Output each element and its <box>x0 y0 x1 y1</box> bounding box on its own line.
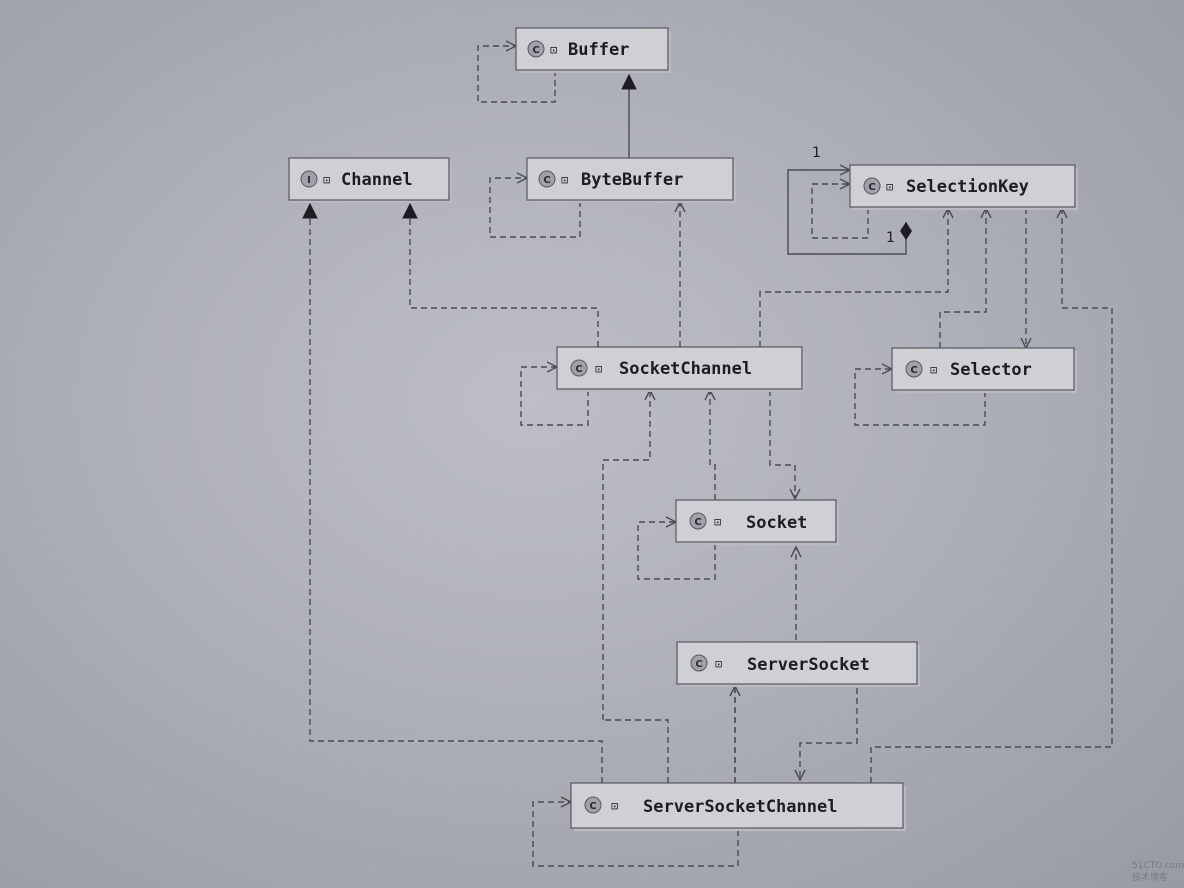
edge-selectionkey-self-outer <box>787 170 906 255</box>
visibility-lock-icon: ⊡ <box>595 362 602 376</box>
edge-socketchannel-implements-channel <box>410 204 599 347</box>
visibility-lock-icon: ⊡ <box>561 173 568 187</box>
class-node-serversocket[interactable]: C ⊡ ServerSocket <box>676 641 920 687</box>
watermark-line1: 51CTO.com <box>1132 861 1184 871</box>
class-kind-letter: C <box>868 182 875 193</box>
edge-socketchannel-self <box>520 367 589 426</box>
edge-socketchannel-socket-mid <box>710 390 716 500</box>
class-name-socket: Socket <box>746 513 807 533</box>
class-kind-icon <box>584 796 602 814</box>
class-node-selector[interactable]: C ⊡ Selector <box>891 347 1077 393</box>
class-name-channel: Channel <box>341 170 413 190</box>
class-kind-letter: C <box>694 517 701 528</box>
class-node-socket[interactable]: C ⊡ Socket <box>675 499 839 545</box>
interface-kind-icon <box>300 170 318 188</box>
edge-buffer-self <box>477 46 556 103</box>
visibility-lock-icon: ⊡ <box>886 180 893 194</box>
class-kind-letter: C <box>910 365 917 376</box>
visibility-lock-icon: ⊡ <box>550 43 557 57</box>
visibility-lock-icon: ⊡ <box>930 363 937 377</box>
class-kind-letter: C <box>575 364 582 375</box>
class-name-socketchannel: SocketChannel <box>619 359 752 379</box>
class-kind-letter: I <box>307 175 311 186</box>
class-kind-icon <box>538 170 556 188</box>
edges <box>310 46 1113 867</box>
multiplicity-label-top: 1 <box>812 145 821 161</box>
class-kind-letter: C <box>532 45 539 56</box>
class-node-channel[interactable]: I ⊡ Channel <box>288 157 452 203</box>
edge-socketchannel-uses-selectionkey <box>759 208 948 347</box>
class-node-socketchannel[interactable]: C ⊡ SocketChannel <box>556 346 805 392</box>
class-name-selectionkey: SelectionKey <box>906 177 1029 197</box>
edge-serversocketchannel-uses-socketchannel-a <box>602 390 650 720</box>
visibility-lock-icon: ⊡ <box>715 657 722 671</box>
class-kind-icon <box>527 40 545 58</box>
class-node-buffer[interactable]: C ⊡ Buffer <box>515 27 671 73</box>
class-node-serversocketchannel[interactable]: C ⊡ ServerSocketChannel <box>570 782 906 831</box>
edge-selectionkey-self-inner <box>811 184 869 239</box>
edge-serversocketchannel-self <box>532 802 739 867</box>
class-node-selectionkey[interactable]: C ⊡ SelectionKey <box>849 164 1078 210</box>
class-kind-letter: C <box>589 801 596 812</box>
class-kind-icon <box>905 360 923 378</box>
multiplicity-label-bottom: 1 <box>886 230 895 246</box>
edge-serversocketchannel-uses-selectionkey <box>870 208 1113 783</box>
class-name-selector: Selector <box>950 360 1032 380</box>
visibility-lock-icon: ⊡ <box>611 799 618 813</box>
class-name-bytebuffer: ByteBuffer <box>581 170 683 190</box>
edge-selector-uses-selectionkey <box>939 208 986 348</box>
class-nodes: C ⊡ Buffer I ⊡ Channel C ⊡ ByteBuffer C … <box>288 27 1078 831</box>
class-kind-icon <box>689 512 707 530</box>
visibility-lock-icon: ⊡ <box>714 515 721 529</box>
class-name-serversocketchannel: ServerSocketChannel <box>643 797 837 817</box>
edge-socket-self <box>637 522 716 580</box>
class-kind-letter: C <box>543 175 550 186</box>
edge-serversocketchannel-uses-socketchannel-b <box>603 719 669 783</box>
class-name-serversocket: ServerSocket <box>747 655 870 675</box>
visibility-lock-icon: ⊡ <box>323 173 330 187</box>
class-kind-icon <box>570 359 588 377</box>
class-node-bytebuffer[interactable]: C ⊡ ByteBuffer <box>526 157 736 203</box>
edge-serversocket-uses-serversocketchannel <box>800 688 858 780</box>
class-kind-icon <box>863 177 881 195</box>
edge-socketchannel-uses-socket <box>769 390 795 499</box>
edge-serversocketchannel-implements-channel <box>310 204 603 783</box>
edge-bytebuffer-self <box>489 178 581 238</box>
class-kind-icon <box>690 654 708 672</box>
watermark-line2: 技术博客 <box>1132 871 1168 883</box>
class-name-buffer: Buffer <box>568 40 629 60</box>
class-kind-letter: C <box>695 659 702 670</box>
edge-selector-self <box>854 369 986 426</box>
